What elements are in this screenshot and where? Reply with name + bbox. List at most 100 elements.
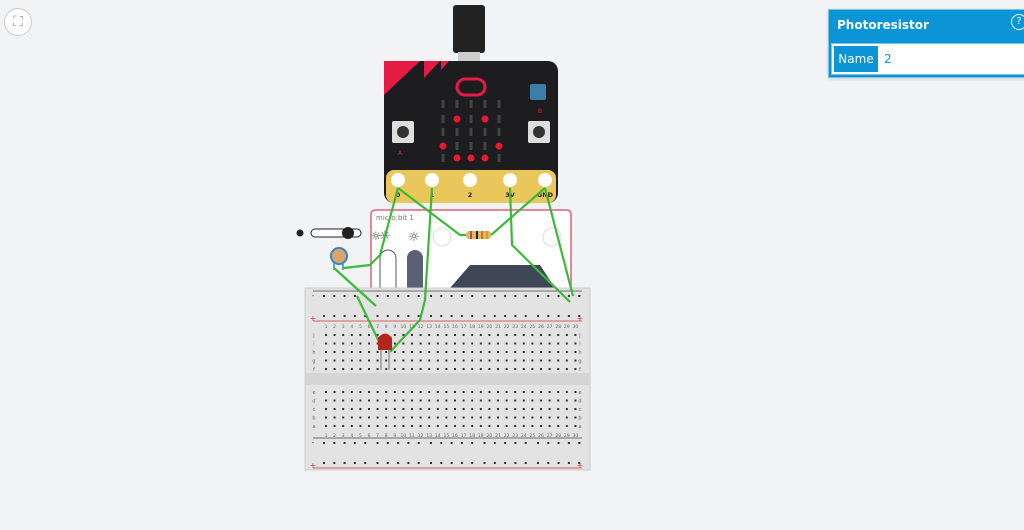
rail-hole[interactable]	[407, 295, 410, 297]
hole[interactable]	[411, 368, 413, 370]
hole[interactable]	[522, 399, 525, 402]
hole[interactable]	[350, 416, 353, 419]
hole[interactable]	[454, 351, 456, 353]
hole[interactable]	[505, 425, 508, 427]
hole[interactable]	[505, 351, 508, 353]
hole[interactable]	[471, 391, 474, 393]
hole[interactable]	[368, 342, 370, 345]
hole[interactable]	[514, 399, 517, 402]
hole[interactable]	[445, 416, 448, 419]
hole[interactable]	[368, 416, 370, 419]
hole[interactable]	[548, 334, 551, 336]
hole[interactable]	[540, 425, 542, 427]
hole[interactable]	[497, 391, 499, 393]
hole[interactable]	[462, 408, 465, 410]
hole[interactable]	[522, 342, 525, 345]
hole[interactable]	[497, 334, 499, 336]
hole[interactable]	[540, 416, 542, 419]
hole[interactable]	[428, 334, 431, 336]
hole[interactable]	[488, 351, 491, 353]
rail-hole[interactable]	[547, 442, 550, 444]
hole[interactable]	[436, 334, 439, 336]
hole[interactable]	[419, 334, 422, 336]
hole[interactable]	[342, 359, 345, 362]
hole[interactable]	[350, 359, 353, 362]
pin-1[interactable]	[423, 171, 441, 189]
rail-hole[interactable]	[386, 442, 389, 444]
rail-hole[interactable]	[567, 442, 570, 444]
rail-hole[interactable]	[417, 462, 420, 464]
hole[interactable]	[471, 351, 474, 353]
rail-hole[interactable]	[578, 315, 581, 317]
rail-hole[interactable]	[460, 442, 463, 444]
rail-hole[interactable]	[364, 442, 367, 444]
rail-hole[interactable]	[386, 315, 389, 317]
hole[interactable]	[574, 425, 577, 427]
hole[interactable]	[514, 408, 517, 410]
red-led[interactable]	[378, 333, 392, 351]
hole[interactable]	[428, 408, 431, 410]
hole[interactable]	[350, 351, 353, 353]
rail-hole[interactable]	[483, 442, 486, 444]
hole[interactable]	[325, 334, 327, 336]
hole[interactable]	[359, 416, 362, 419]
hole[interactable]	[325, 391, 327, 393]
hole[interactable]	[411, 359, 413, 362]
hole[interactable]	[436, 368, 439, 370]
hole[interactable]	[471, 408, 474, 410]
hole[interactable]	[325, 342, 327, 345]
hole[interactable]	[436, 399, 439, 402]
hole[interactable]	[333, 399, 336, 402]
rail-hole[interactable]	[493, 295, 496, 297]
hole[interactable]	[531, 334, 534, 336]
hole[interactable]	[454, 399, 456, 402]
hole[interactable]	[359, 334, 362, 336]
hole[interactable]	[342, 342, 345, 345]
rail-hole[interactable]	[460, 295, 463, 297]
rail-hole[interactable]	[524, 462, 527, 464]
hole[interactable]	[488, 359, 491, 362]
hole[interactable]	[565, 342, 568, 345]
hole[interactable]	[522, 425, 525, 427]
rail-hole[interactable]	[353, 442, 356, 444]
rail-hole[interactable]	[504, 442, 507, 444]
hole[interactable]	[333, 334, 336, 336]
hole[interactable]	[565, 416, 568, 419]
hole[interactable]	[385, 425, 388, 427]
hole[interactable]	[333, 425, 336, 427]
hole[interactable]	[479, 342, 482, 345]
rail-hole[interactable]	[471, 462, 474, 464]
hole[interactable]	[505, 399, 508, 402]
hole[interactable]	[342, 399, 345, 402]
hole[interactable]	[445, 351, 448, 353]
hole[interactable]	[514, 368, 517, 370]
hole[interactable]	[385, 399, 388, 402]
hole[interactable]	[565, 334, 568, 336]
hole[interactable]	[368, 368, 370, 370]
hole[interactable]	[479, 359, 482, 362]
hole[interactable]	[471, 399, 474, 402]
hole[interactable]	[488, 334, 491, 336]
rail-hole[interactable]	[430, 315, 432, 317]
hole[interactable]	[350, 391, 353, 393]
hole[interactable]	[342, 391, 345, 393]
hole[interactable]	[522, 359, 525, 362]
rail-hole[interactable]	[323, 295, 325, 297]
hole[interactable]	[368, 391, 370, 393]
hole[interactable]	[411, 425, 413, 427]
hole[interactable]	[402, 334, 405, 336]
hole[interactable]	[540, 359, 542, 362]
rail-hole[interactable]	[450, 315, 453, 317]
fit-view-button[interactable]: ⛶	[4, 8, 32, 36]
hole[interactable]	[471, 416, 474, 419]
rail-hole[interactable]	[440, 295, 443, 297]
hole[interactable]	[402, 399, 405, 402]
hole[interactable]	[350, 425, 353, 427]
hole[interactable]	[376, 425, 379, 427]
hole[interactable]	[514, 342, 517, 345]
hole[interactable]	[479, 408, 482, 410]
hole[interactable]	[385, 391, 388, 393]
hole[interactable]	[497, 359, 499, 362]
hole[interactable]	[522, 351, 525, 353]
hole[interactable]	[342, 425, 345, 427]
